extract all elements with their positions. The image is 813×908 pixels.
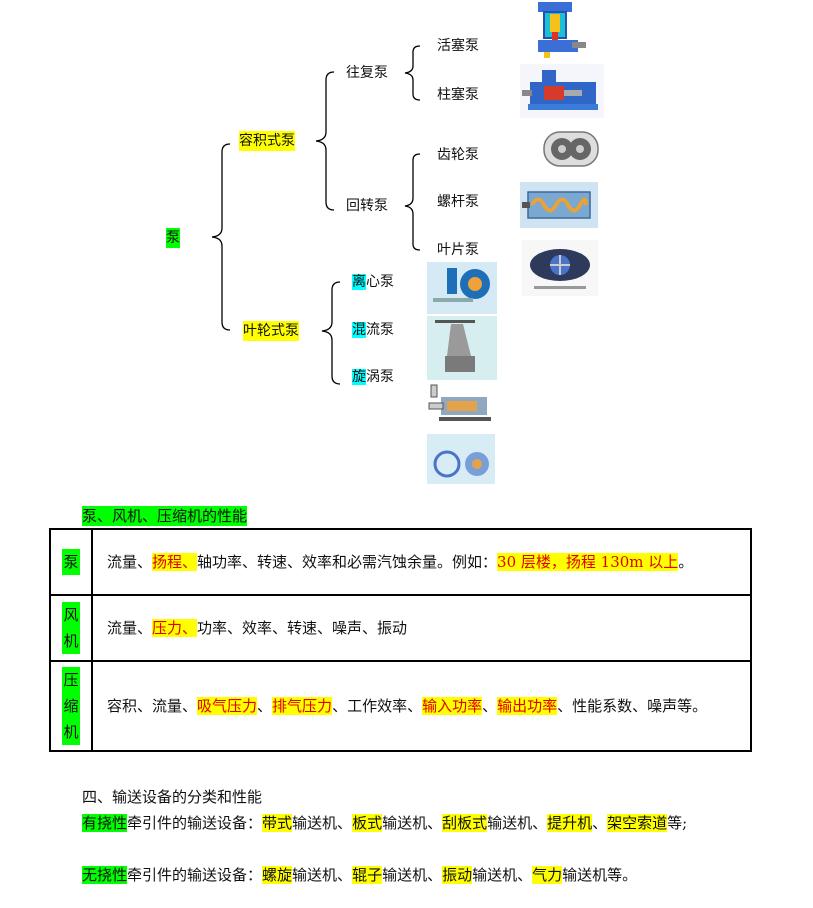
tree-gear: 齿轮泵 (437, 147, 479, 163)
row-text-fan: 流量、压力、功率、效率、转速、噪声、振动 (91, 594, 752, 662)
table-row-fan: 风机 流量、压力、功率、效率、转速、噪声、振动 (49, 594, 752, 662)
table-row-compressor: 压缩机 容积、流量、吸气压力、排气压力、工作效率、输入功率、输出功率、性能系数、… (49, 660, 752, 752)
classification-braces (211, 45, 421, 385)
section-title: 泵、风机、压缩机的性能 (82, 506, 248, 526)
tree-rotary: 回转泵 (346, 198, 388, 214)
tree-screw: 螺杆泵 (437, 194, 479, 210)
plunger-pump-image (520, 64, 604, 118)
tree-mixed-flow: 混流泵 (352, 322, 394, 338)
table-row-pump: 泵 流量、扬程、轴功率、转速、效率和必需汽蚀余量。例如：30 层楼，扬程 130… (49, 528, 752, 596)
screw-pump-image (520, 182, 598, 228)
conveying-flexible-line: 有挠性牵引件的输送设备：带式输送机、板式输送机、刮板式输送机、提升机、架空索道等… (82, 814, 688, 832)
centrifugal-pump-image (427, 262, 497, 314)
tree-vortex: 旋涡泵 (352, 369, 394, 385)
tree-plunger: 柱塞泵 (437, 87, 479, 103)
vortex-pump-image-2 (427, 434, 495, 484)
tree-reciprocating: 往复泵 (346, 65, 388, 81)
conveying-heading: 四、输送设备的分类和性能 (82, 788, 263, 806)
conveying-rigid-line: 无挠性牵引件的输送设备：螺旋输送机、辊子输送机、振动输送机、气力输送机等。 (82, 866, 638, 884)
row-text-pump: 流量、扬程、轴功率、转速、效率和必需汽蚀余量。例如：30 层楼，扬程 130m … (91, 528, 752, 596)
tree-centrifugal: 离心泵 (352, 274, 394, 290)
row-text-compressor: 容积、流量、吸气压力、排气压力、工作效率、输入功率、输出功率、性能系数、噪声等。 (91, 660, 752, 752)
mixed-flow-pump-image (427, 316, 497, 380)
tree-positive-displacement: 容积式泵 (239, 131, 295, 151)
vortex-pump-image-1 (427, 383, 495, 431)
row-label-fan: 风机 (49, 594, 93, 662)
row-label-compressor: 压缩机 (49, 660, 93, 752)
vane-pump-image (522, 240, 598, 296)
performance-table: 泵 流量、扬程、轴功率、转速、效率和必需汽蚀余量。例如：30 层楼，扬程 130… (49, 528, 752, 752)
tree-piston: 活塞泵 (437, 38, 479, 54)
tree-root-pump: 泵 (166, 228, 180, 248)
row-label-pump: 泵 (49, 528, 93, 596)
tree-vane: 叶片泵 (437, 242, 479, 258)
piston-pump-image (532, 0, 590, 58)
gear-pump-image (540, 124, 602, 174)
tree-impeller: 叶轮式泵 (243, 321, 299, 341)
